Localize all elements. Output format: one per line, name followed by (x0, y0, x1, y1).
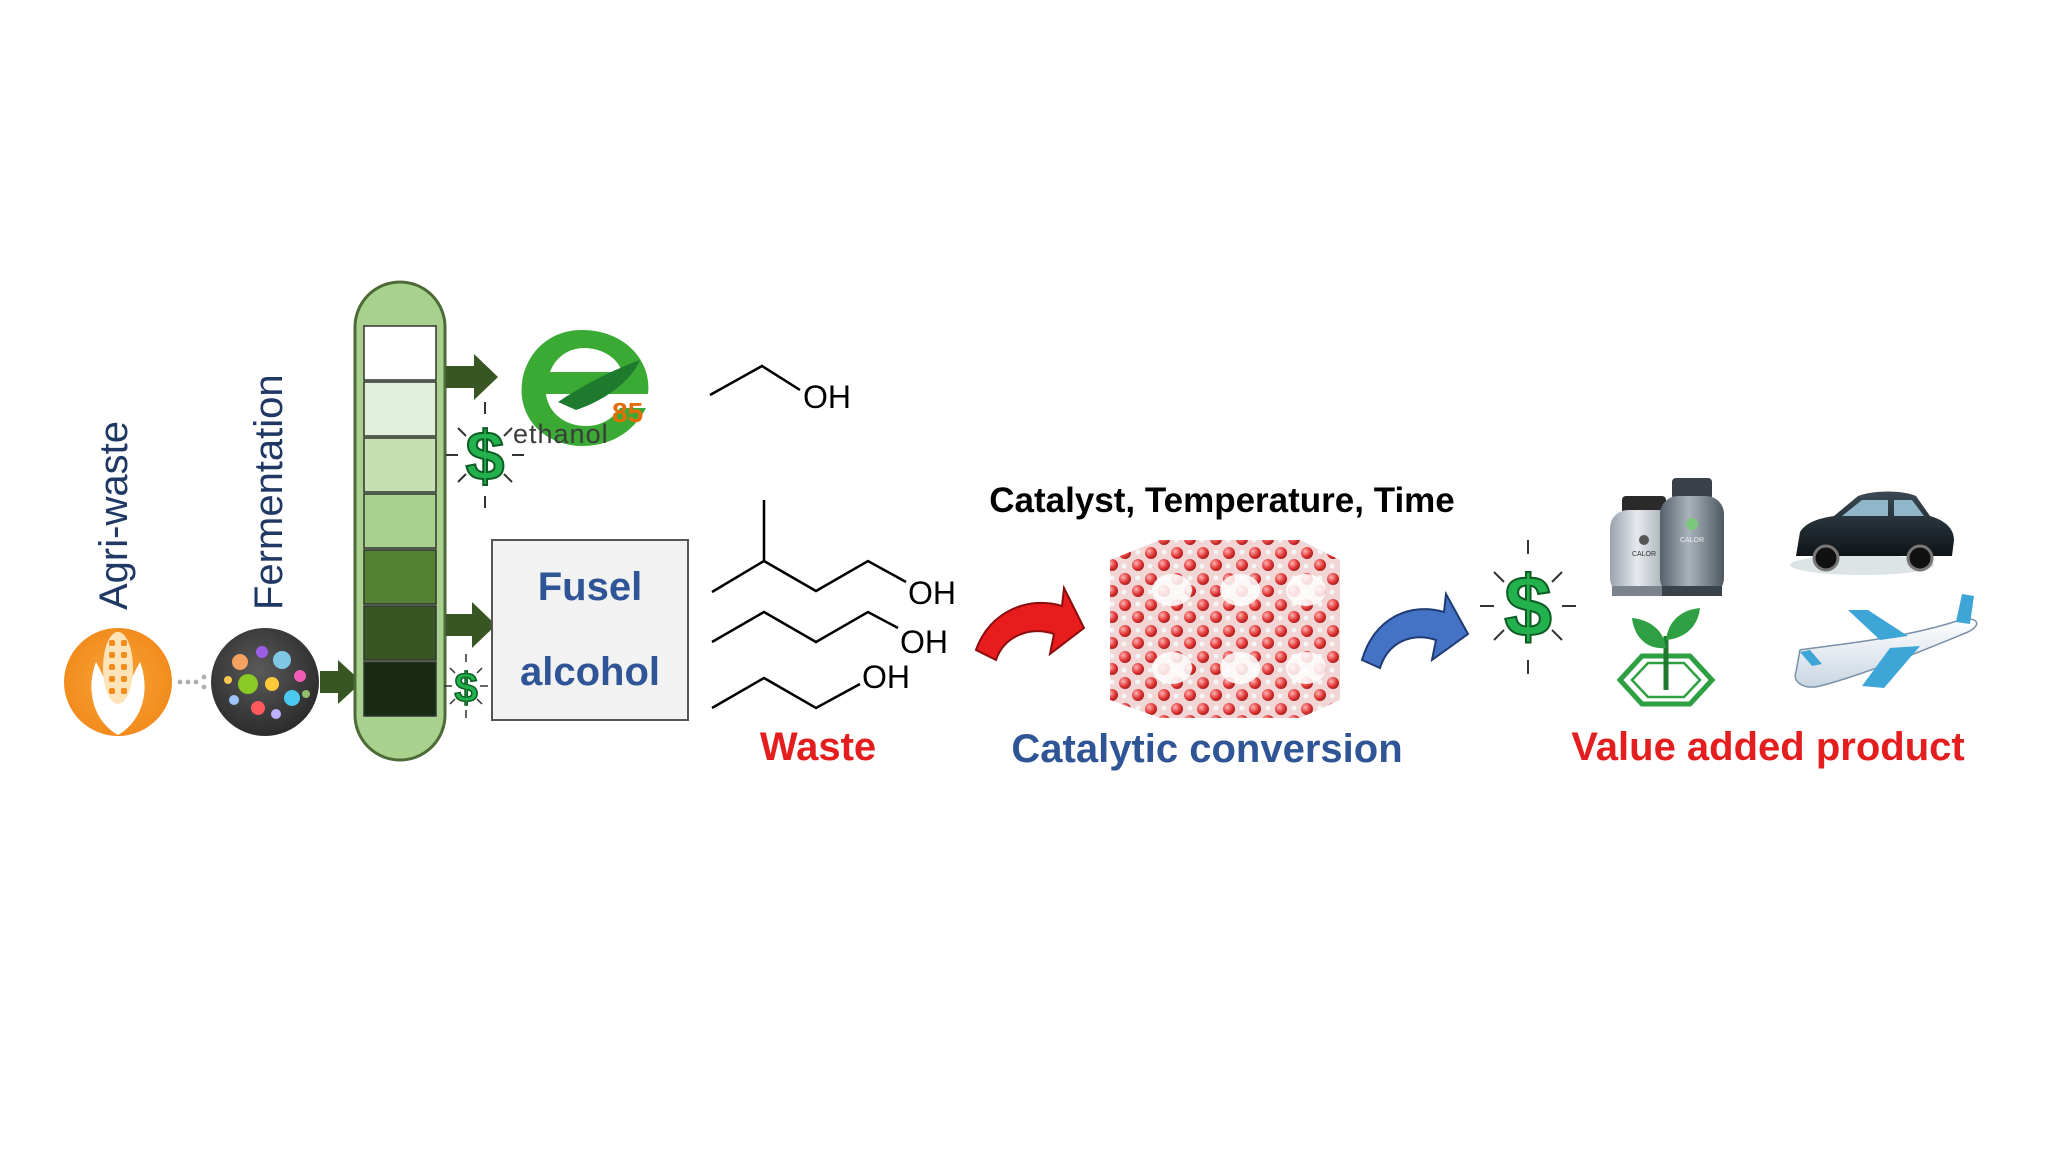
propanol-structure: OH (711, 659, 910, 710)
svg-text:CALOR: CALOR (1680, 537, 1704, 544)
corn-icon (64, 628, 172, 736)
column-segment (363, 437, 437, 493)
svg-text:OH: OH (803, 379, 851, 415)
dollar-icon: $ (446, 402, 524, 508)
zeolite-catalyst-icon (1110, 540, 1340, 718)
column-segment (363, 381, 437, 437)
fermentation-label: Fermentation (247, 374, 291, 610)
ethanol-structure: OH (709, 364, 851, 415)
airplane-icon (1794, 594, 1978, 688)
e85-ethanol-logo: 85 ethanol (513, 330, 649, 449)
column-segment (363, 661, 437, 717)
fusel-alcohol-box: Fusel alcohol (491, 539, 689, 721)
feed-arrow (320, 660, 362, 704)
waste-label: Waste (760, 725, 876, 769)
svg-text:$: $ (1504, 559, 1552, 655)
alcohol-label: alcohol (520, 650, 660, 694)
svg-text:85: 85 (612, 397, 643, 428)
dollar-icon: $ (1480, 540, 1576, 674)
blue-arrow (1360, 590, 1470, 670)
svg-text:$: $ (454, 664, 477, 711)
butanol-structure: OH (711, 610, 948, 660)
gas-cylinder-icon: CALOR CALOR (1610, 478, 1724, 596)
car-icon (1790, 491, 1954, 575)
column-segment (363, 493, 437, 549)
dollar-icon: $ (444, 654, 488, 718)
column-segment (363, 605, 437, 661)
svg-text:$: $ (466, 417, 505, 495)
microbe-culture-icon (211, 628, 319, 736)
agri-waste-label: Agri-waste (92, 421, 136, 610)
column-segment (363, 325, 437, 381)
fusel-label: Fusel (538, 565, 642, 609)
conditions-label: Catalyst, Temperature, Time (989, 481, 1455, 520)
svg-text:OH: OH (900, 624, 948, 660)
dotted-arrow (177, 674, 207, 690)
distillation-column (353, 280, 447, 762)
red-arrow (974, 584, 1086, 662)
svg-text:CALOR: CALOR (1632, 551, 1656, 558)
ethanol-output-arrow (446, 354, 498, 400)
value-added-product-label: Value added product (1571, 725, 1964, 769)
svg-text:ethanol: ethanol (513, 419, 609, 449)
svg-text:OH: OH (862, 659, 910, 695)
column-segment (363, 549, 437, 605)
isoamyl-alcohol-structure: OH (711, 500, 956, 611)
catalytic-conversion-label: Catalytic conversion (1011, 727, 1402, 771)
svg-text:OH: OH (908, 575, 956, 611)
fusel-output-arrow (446, 602, 496, 648)
plant-benzene-icon (1616, 608, 1716, 707)
